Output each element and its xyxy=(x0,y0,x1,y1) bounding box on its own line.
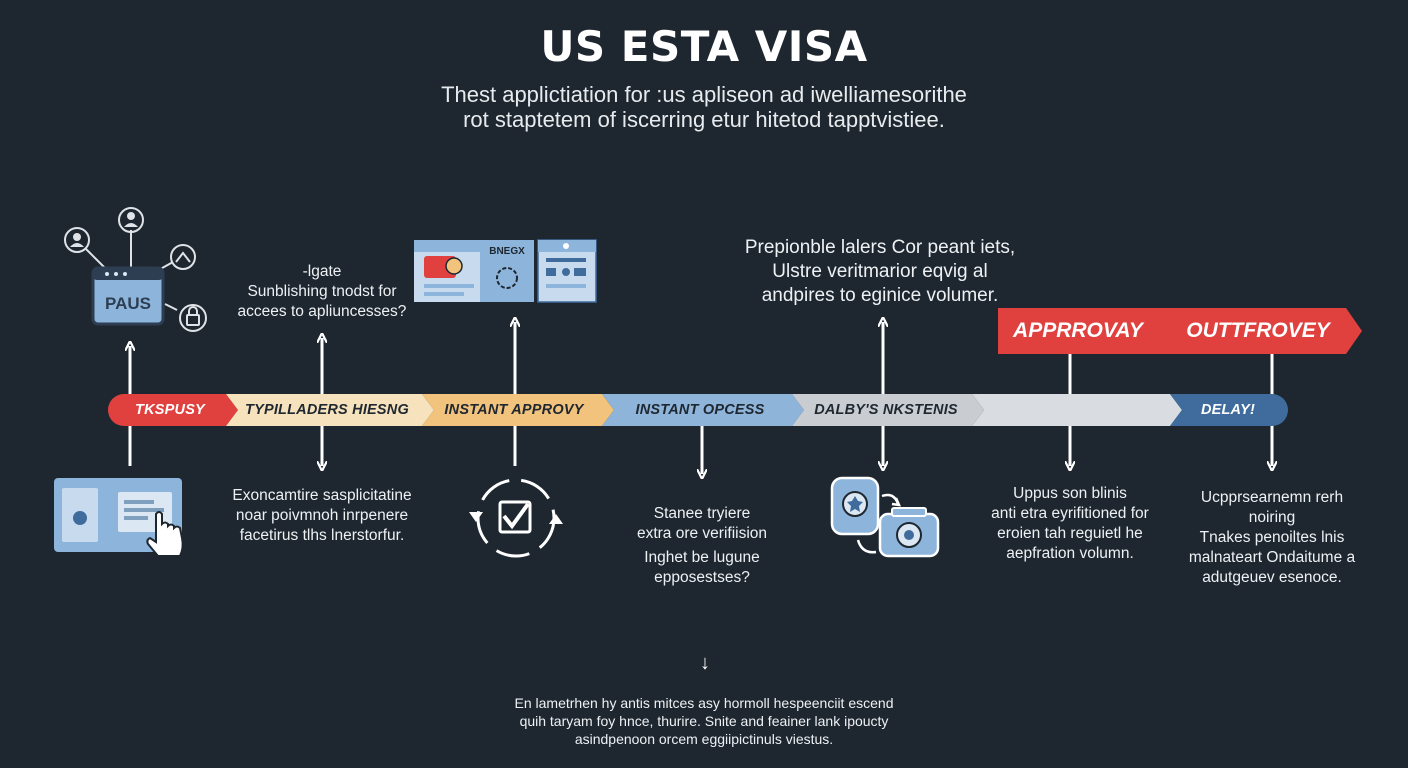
stage4-note-b: Inghet be lugune epposestses? xyxy=(612,548,792,588)
timeline-segment-1: TKSPUSY xyxy=(110,394,230,426)
note-line: Uppus son blinis xyxy=(1013,485,1127,502)
segment-shape xyxy=(108,394,238,426)
stage5-top-note: Prepionble lalers Cor peant iets, Ulstre… xyxy=(730,236,1030,308)
segment-label: TKSPUSY xyxy=(135,402,205,418)
note-line: adutgeuev esenoce. xyxy=(1202,569,1342,586)
checklist-cycle-icon xyxy=(469,478,563,558)
subtitle-line: Thest applictiation for :us apliseon ad … xyxy=(441,82,967,107)
note-line: malnateart Ondaitume a xyxy=(1188,549,1356,566)
segment-shape xyxy=(226,394,434,426)
note-line: andpires to eginice volumer. xyxy=(761,285,999,306)
note-line: Inghet be lugune xyxy=(644,549,760,566)
note-line: En lametrhen hy antis mitces asy hormoll… xyxy=(514,695,894,711)
document-cards-icon: BNEGX xyxy=(414,239,597,303)
page-title: US ESTA VISA xyxy=(540,22,868,71)
page-subtitle: Thest applictiation for :us apliseon ad … xyxy=(304,82,1104,132)
note-line: aepfration volumn. xyxy=(1006,545,1134,562)
note-line: Stanee tryiere xyxy=(653,505,751,522)
timeline-bar xyxy=(108,394,1288,426)
note-line: extra ore verifiision xyxy=(636,525,768,542)
approval-banner-shape xyxy=(998,308,1362,354)
note-line: Sunblishing tnodst for xyxy=(247,283,397,300)
stage2-top-note: -lgate Sunblishing tnodst for accees to … xyxy=(212,262,432,322)
user-network-icon: PAUS xyxy=(64,207,207,332)
note-line: accees to apliuncesses? xyxy=(237,303,407,320)
note-line: asindpenoon orcem eggiipictinuls viestus… xyxy=(574,731,834,747)
note-line: Ucpprsearnemn rerh noiring xyxy=(1200,489,1344,526)
stage7-bottom-note: Ucpprsearnemn rerh noiring Tnakes penoil… xyxy=(1176,488,1368,588)
note-line: Prepionble lalers Cor peant iets, xyxy=(744,237,1016,258)
segment-shape xyxy=(422,394,614,426)
note-line: facetirus tlhs lnerstorfur. xyxy=(239,527,405,544)
stage2-bottom-note: Exoncamtire sasplicitatine noar poivmnoh… xyxy=(202,486,442,546)
segment-label: TYPILLADERS HIESNG xyxy=(245,402,409,418)
screen-label: PAUS xyxy=(105,294,151,313)
banner-right-label: OUTTFROVEY xyxy=(1186,319,1330,342)
timeline-segment-6 xyxy=(978,394,1170,426)
segment-shape xyxy=(1170,394,1288,426)
segment-shape xyxy=(792,394,984,426)
note-line: epposestses? xyxy=(654,569,750,586)
timeline-segment-3: INSTANT APPROVY xyxy=(428,394,600,426)
note-line: Tnakes penoiltes lnis xyxy=(1199,529,1345,546)
timeline-segment-5: DALBY'S NKSTENIS xyxy=(798,394,974,426)
timeline-segment-4: INSTANT OPCESS xyxy=(608,394,792,426)
subtitle-line: rot staptetem of iscerring etur hitetod … xyxy=(463,107,945,132)
timeline-segment-7: DELAY! xyxy=(1176,394,1280,426)
footer-note: En lametrhen hy antis mitces asy hormoll… xyxy=(454,694,954,748)
note-line: noar poivmnoh inrpenere xyxy=(235,507,409,524)
stage6-bottom-note: Uppus son blinis anti etra eyrifitioned … xyxy=(980,484,1160,564)
timeline-segment-2: TYPILLADERS HIESNG xyxy=(232,394,422,426)
device-sync-icon xyxy=(830,476,940,558)
segment-shape xyxy=(972,394,1182,426)
banner-left-label: APPRROVAY xyxy=(1013,319,1143,342)
online-form-icon xyxy=(54,478,184,557)
segment-shape xyxy=(602,394,804,426)
note-line: anti etra eyrifitioned for xyxy=(991,505,1149,522)
note-line: quih taryam foy hnce, thurire. Snite and… xyxy=(519,713,889,729)
note-line: -lgate xyxy=(302,263,342,280)
note-line: Exoncamtire sasplicitatine xyxy=(232,487,412,504)
stage4-note-a: Stanee tryiere extra ore verifiision xyxy=(612,504,792,544)
note-line: eroien tah reguietl he xyxy=(997,525,1143,542)
note-line: Ulstre veritmarior eqvig al xyxy=(772,261,988,282)
footer-arrow-icon: ↓ xyxy=(700,652,710,674)
segment-label: DALBY'S NKSTENIS xyxy=(814,402,958,418)
segment-label: DELAY! xyxy=(1200,402,1256,418)
card-label: BNEGX xyxy=(489,246,525,257)
segment-label: INSTANT APPROVY xyxy=(444,402,584,418)
segment-label: INSTANT OPCESS xyxy=(635,402,765,418)
